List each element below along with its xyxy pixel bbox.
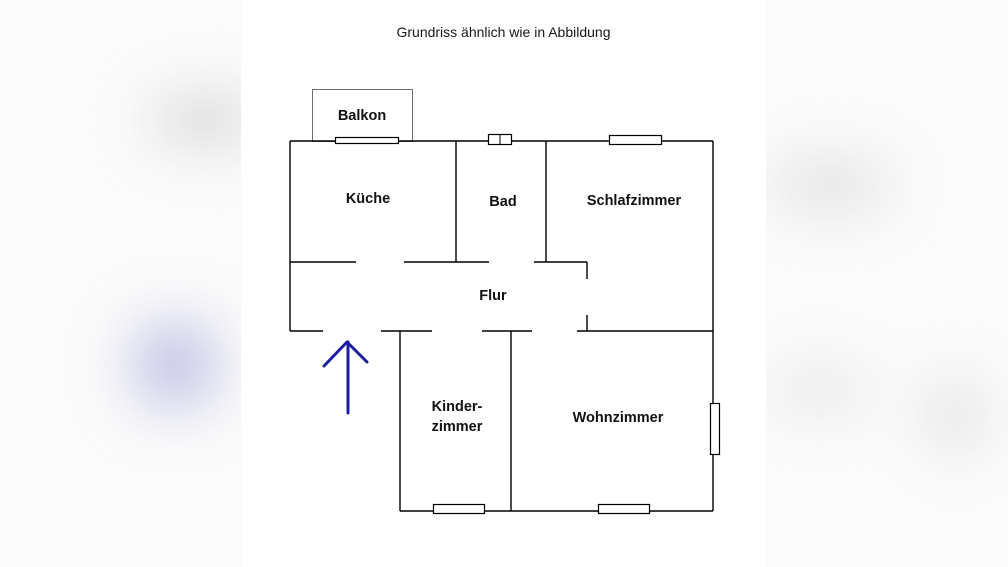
kinderzimmer-line-1: Kinder- [431,399,483,415]
room-label-flur: Flur [479,288,507,304]
windows [334,133,721,515]
room-label-bad: Bad [489,194,517,210]
window-kinderzimmer [432,503,486,515]
window-balkon [334,136,400,145]
window-wohnzimmer-bottom [597,503,651,515]
window-schlafzimmer [608,134,663,146]
arrow-up-icon [322,340,369,415]
room-label-kinderzimmer: Kinder- zimmer [407,397,507,437]
floor-plan-canvas [241,0,766,567]
room-label-wohnzimmer: Wohnzimmer [572,410,664,426]
window-wohnzimmer-side [709,402,721,456]
plan-title: Grundriss ähnlich wie in Abbildung [396,24,611,40]
kinderzimmer-line-2: zimmer [431,419,483,435]
room-label-kueche: Küche [345,191,391,207]
room-label-balkon: Balkon [337,108,387,124]
room-label-schlafzimmer: Schlafzimmer [586,193,682,209]
